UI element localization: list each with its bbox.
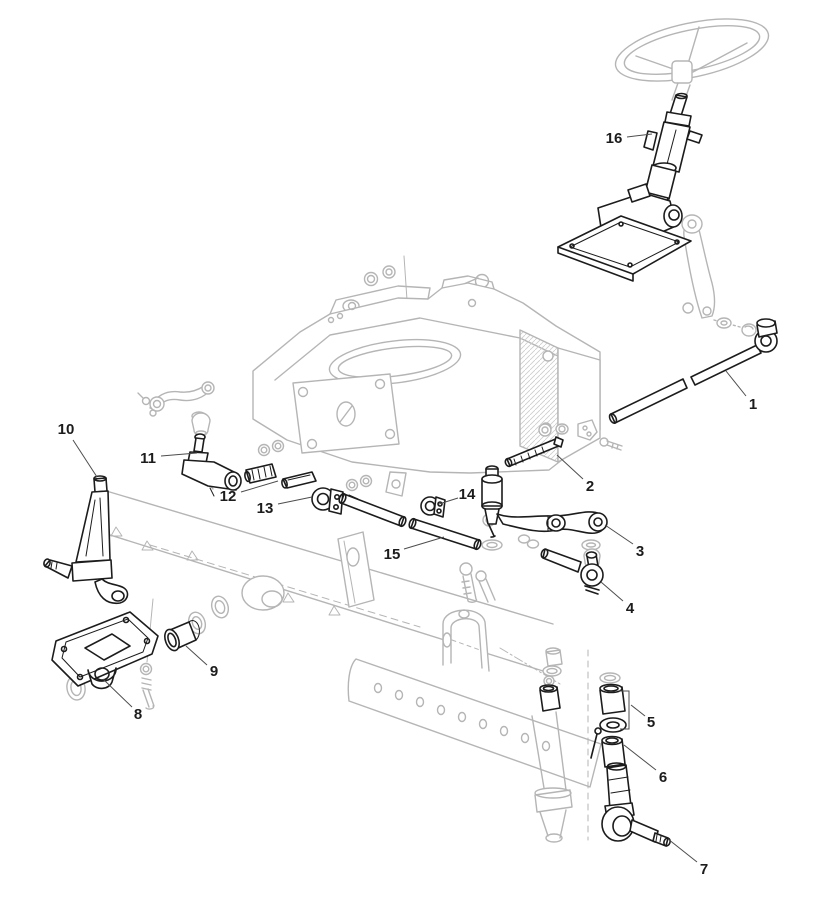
fastener-set-right-upper: [539, 420, 622, 450]
leader-line-10: [72, 439, 98, 478]
leader-line-7: [667, 838, 698, 863]
leader-line-12: [240, 480, 279, 493]
leader-line-3: [604, 524, 634, 545]
leader-line-16: [626, 133, 653, 138]
leader-line-14: [438, 497, 459, 505]
label-bracket-5: [619, 690, 630, 730]
tie-rod-tube: [338, 492, 482, 551]
leader-line-2: [556, 454, 584, 480]
numbered-parts-layer: [43, 92, 778, 847]
axle-support-plate: [51, 611, 159, 690]
tie-rod-end-left: [181, 433, 242, 497]
steering-column: [557, 92, 703, 282]
leader-line-11: [160, 452, 198, 457]
pitman-arm: [682, 215, 756, 336]
part-number-10: 10: [58, 421, 75, 438]
leader-line-4: [600, 581, 624, 602]
clamp-large: [311, 487, 344, 515]
part-number-9: 9: [210, 663, 218, 680]
leader-line-1: [725, 370, 747, 397]
part-number-12: 12: [220, 488, 237, 505]
part-number-4: 4: [626, 600, 635, 617]
kingpin-upper-bushing: [590, 727, 626, 768]
tie-rod-end-right: [540, 548, 604, 595]
part-number-6: 6: [659, 769, 667, 786]
kingpin-bushing-washer: [599, 683, 627, 733]
leader-line-9: [185, 645, 208, 666]
part-number-13: 13: [257, 500, 274, 517]
drag-link: [608, 318, 778, 424]
part-number-1: 1: [749, 396, 757, 413]
leader-line-6: [623, 744, 657, 771]
clamp-small: [420, 496, 446, 518]
part-number-7: 7: [700, 861, 708, 878]
leader-line-5: [630, 704, 646, 717]
part-number-3: 3: [636, 543, 644, 560]
adjusting-sleeve: [244, 463, 317, 489]
steering-wheel: [610, 7, 774, 102]
pivot-bushing: [164, 620, 200, 652]
fastener-set-center: [347, 476, 372, 491]
leader-line-8: [102, 678, 133, 708]
part-number-14: 14: [459, 486, 476, 503]
left-spindle: [43, 475, 129, 605]
kingpin-cap: [539, 684, 561, 712]
part-number-8: 8: [134, 706, 142, 723]
fastener-bolts-lower: [460, 563, 495, 602]
steering-arm: [496, 511, 608, 535]
right-spindle: [601, 762, 671, 847]
part-number-11: 11: [140, 450, 156, 467]
front-support-casting: [253, 276, 600, 496]
part-number-15: 15: [384, 546, 401, 563]
reference-parts-layer: [65, 7, 774, 842]
leader-line-13: [277, 496, 313, 505]
part-number-5: 5: [647, 714, 655, 731]
part-number-2: 2: [586, 478, 594, 495]
upper-arm-and-boot: [138, 382, 214, 436]
part-number-16: 16: [606, 130, 623, 147]
drag-link-end: [481, 436, 564, 538]
fastener-set-top: [365, 256, 489, 300]
leader-line-15: [403, 536, 445, 550]
axle-extension: [348, 610, 620, 842]
